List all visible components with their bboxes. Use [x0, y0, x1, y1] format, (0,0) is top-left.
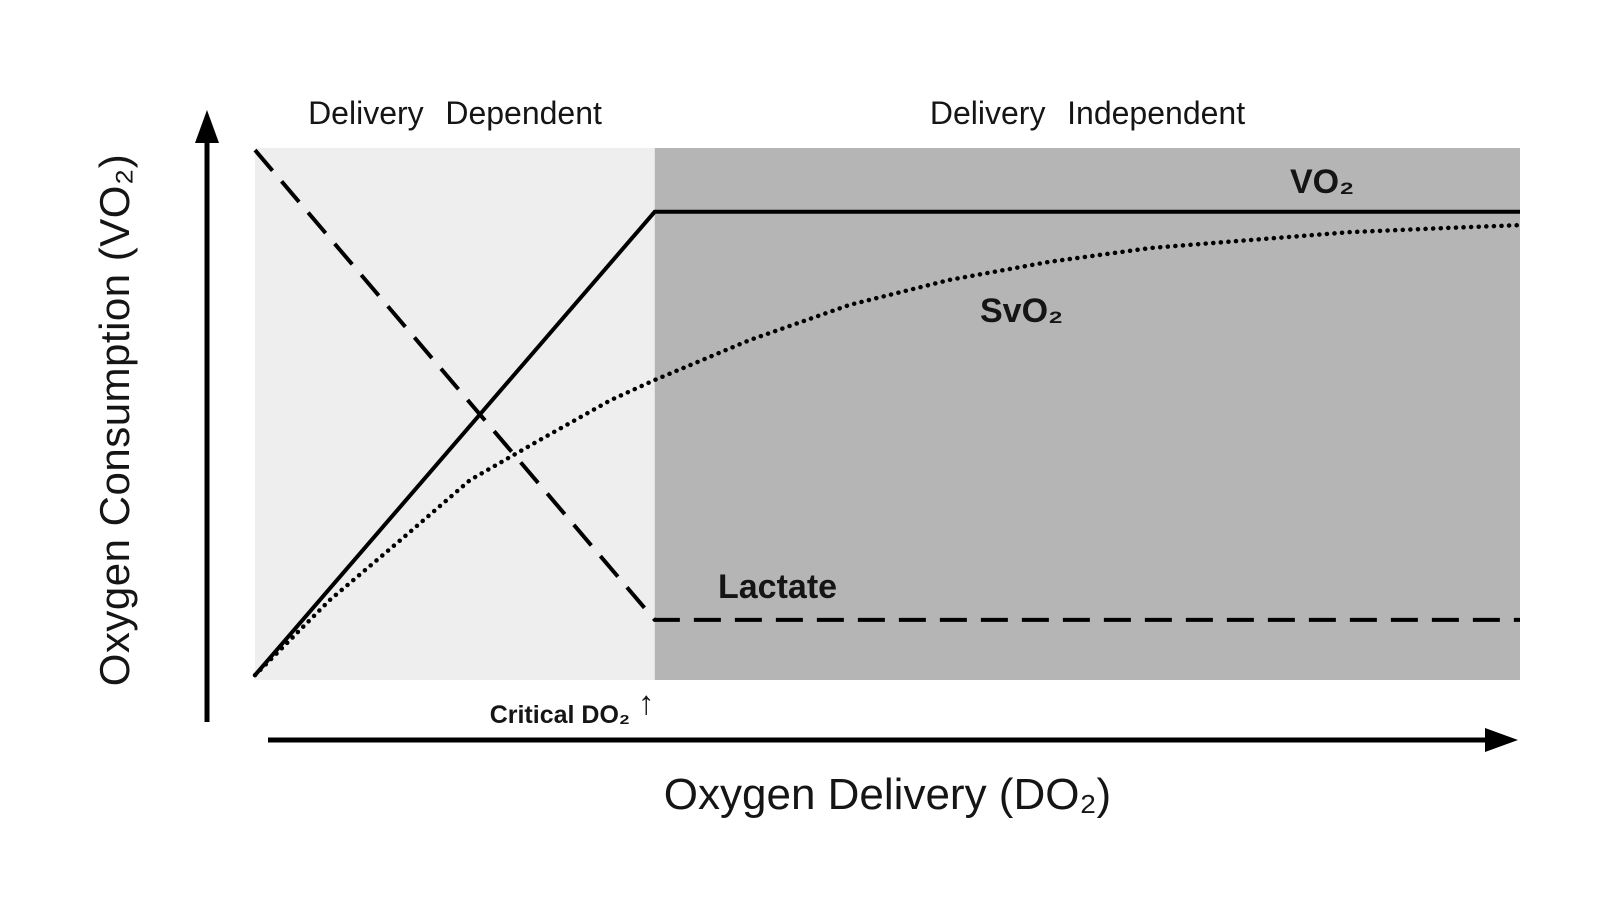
x-axis-arrowhead-icon — [1485, 728, 1518, 752]
x-axis-label: Oxygen Delivery (DO₂) — [663, 770, 1112, 819]
curve-label-svo2: SvO₂ — [980, 292, 1064, 330]
series-vo2 — [253, 209, 1520, 677]
region-label-delivery-dependent: Delivery Dependent — [308, 95, 602, 131]
curve-label-lactate: Lactate — [718, 568, 838, 606]
y-axis-label: Oxygen Consumption (VO₂) — [91, 153, 138, 687]
series-lactate — [253, 148, 1520, 622]
curve-label-vo2: VO₂ — [1290, 163, 1355, 201]
y-axis-arrowhead-icon — [195, 110, 219, 143]
critical-do2-up-arrow-icon: ↑ — [638, 684, 655, 721]
chart-regions — [255, 148, 1520, 680]
region-delivery-independent — [654, 148, 1520, 680]
critical-do2-label: Critical DO₂ — [489, 701, 630, 729]
chart-series — [252, 148, 1523, 678]
series-svo2 — [252, 222, 1523, 678]
region-delivery-dependent — [255, 148, 655, 680]
chart-axes — [195, 110, 1518, 752]
region-label-delivery-independent: Delivery Independent — [929, 95, 1246, 131]
